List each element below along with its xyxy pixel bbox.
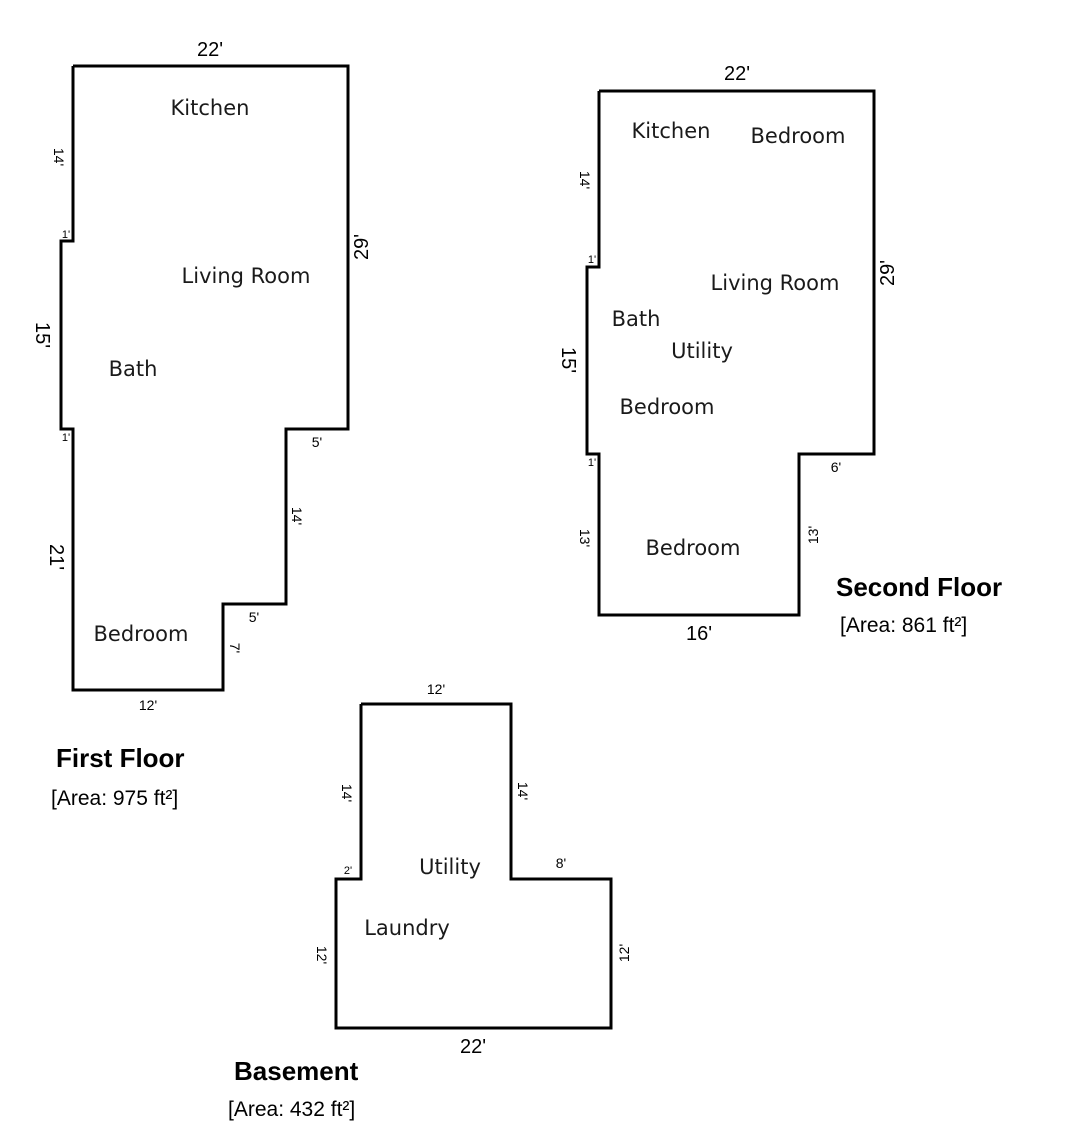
- first-floor-room-kitchen: Kitchen: [171, 96, 250, 120]
- basement-area: [Area: 432 ft²]: [228, 1098, 355, 1121]
- second-floor-area: [Area: 861 ft²]: [840, 614, 967, 637]
- basement-dim-right-upper: 14': [515, 782, 531, 800]
- second-floor-plan: Kitchen Bedroom Living Room Bath Utility…: [557, 63, 1002, 645]
- first-floor-dim-left-upper: 14': [51, 148, 67, 166]
- basement-plan: Utility Laundry 12' 14' 14' 2' 8' 12' 12…: [228, 681, 632, 1121]
- first-floor-dim-right: 29': [351, 234, 373, 260]
- second-floor-room-bedroom-mid: Bedroom: [620, 395, 715, 419]
- second-floor-dim-jog-lower: 1': [588, 457, 596, 469]
- second-floor-title: Second Floor: [836, 572, 1002, 602]
- second-floor-room-living: Living Room: [711, 271, 840, 295]
- basement-room-laundry: Laundry: [364, 916, 450, 940]
- second-floor-room-bath: Bath: [612, 307, 661, 331]
- second-floor-outline: [585, 89, 876, 617]
- first-floor-area: [Area: 975 ft²]: [51, 787, 178, 810]
- first-floor-dim-step-vertical-lower: 7': [227, 643, 243, 653]
- second-floor-room-bedroom-upper: Bedroom: [751, 124, 846, 148]
- basement-dim-right-lower: 12': [616, 944, 632, 962]
- first-floor-room-bath: Bath: [109, 357, 158, 381]
- first-floor-dim-bottom: 12': [139, 697, 157, 713]
- second-floor-dim-left-upper: 14': [577, 171, 593, 189]
- basement-room-utility: Utility: [419, 855, 481, 879]
- first-floor-outline: [59, 64, 350, 692]
- second-floor-dim-left-mid: 15': [557, 347, 579, 373]
- second-floor-dim-bottom: 16': [686, 623, 712, 645]
- basement-dim-top: 12': [427, 681, 445, 697]
- first-floor-dim-jog-upper: 1': [62, 229, 70, 241]
- first-floor-dim-left-mid: 15': [31, 322, 53, 348]
- second-floor-dim-top: 22': [724, 63, 750, 85]
- basement-dim-left-upper: 14': [339, 784, 355, 802]
- first-floor-dim-jog-lower: 1': [62, 432, 70, 444]
- first-floor-title: First Floor: [56, 743, 185, 773]
- first-floor-dim-step-upper: 5': [312, 434, 322, 450]
- second-floor-dim-jog-upper: 1': [588, 254, 596, 266]
- second-floor-room-bedroom-lower: Bedroom: [646, 536, 741, 560]
- basement-dim-bottom: 22': [460, 1036, 486, 1058]
- first-floor-room-living: Living Room: [182, 264, 311, 288]
- first-floor-dim-left-lower: 21': [45, 544, 67, 570]
- basement-dim-left-lower: 12': [314, 946, 330, 964]
- basement-dim-jog: 2': [344, 865, 352, 877]
- basement-outline: [334, 702, 613, 1030]
- basement-title: Basement: [234, 1056, 359, 1086]
- first-floor-dim-top: 22': [197, 39, 223, 61]
- second-floor-dim-step: 6': [831, 459, 841, 475]
- second-floor-room-utility: Utility: [671, 339, 733, 363]
- first-floor-dim-step-lower: 5': [249, 609, 259, 625]
- second-floor-dim-right: 29': [877, 260, 899, 286]
- second-floor-dim-left-lower: 13': [577, 529, 593, 547]
- first-floor-dim-step-vertical-upper: 14': [289, 507, 305, 525]
- second-floor-room-kitchen: Kitchen: [632, 119, 711, 143]
- first-floor-room-bedroom: Bedroom: [94, 622, 189, 646]
- basement-dim-step: 8': [556, 855, 566, 871]
- second-floor-dim-right-lower: 13': [805, 526, 821, 544]
- first-floor-plan: Kitchen Living Room Bath Bedroom 22' 29'…: [31, 39, 373, 810]
